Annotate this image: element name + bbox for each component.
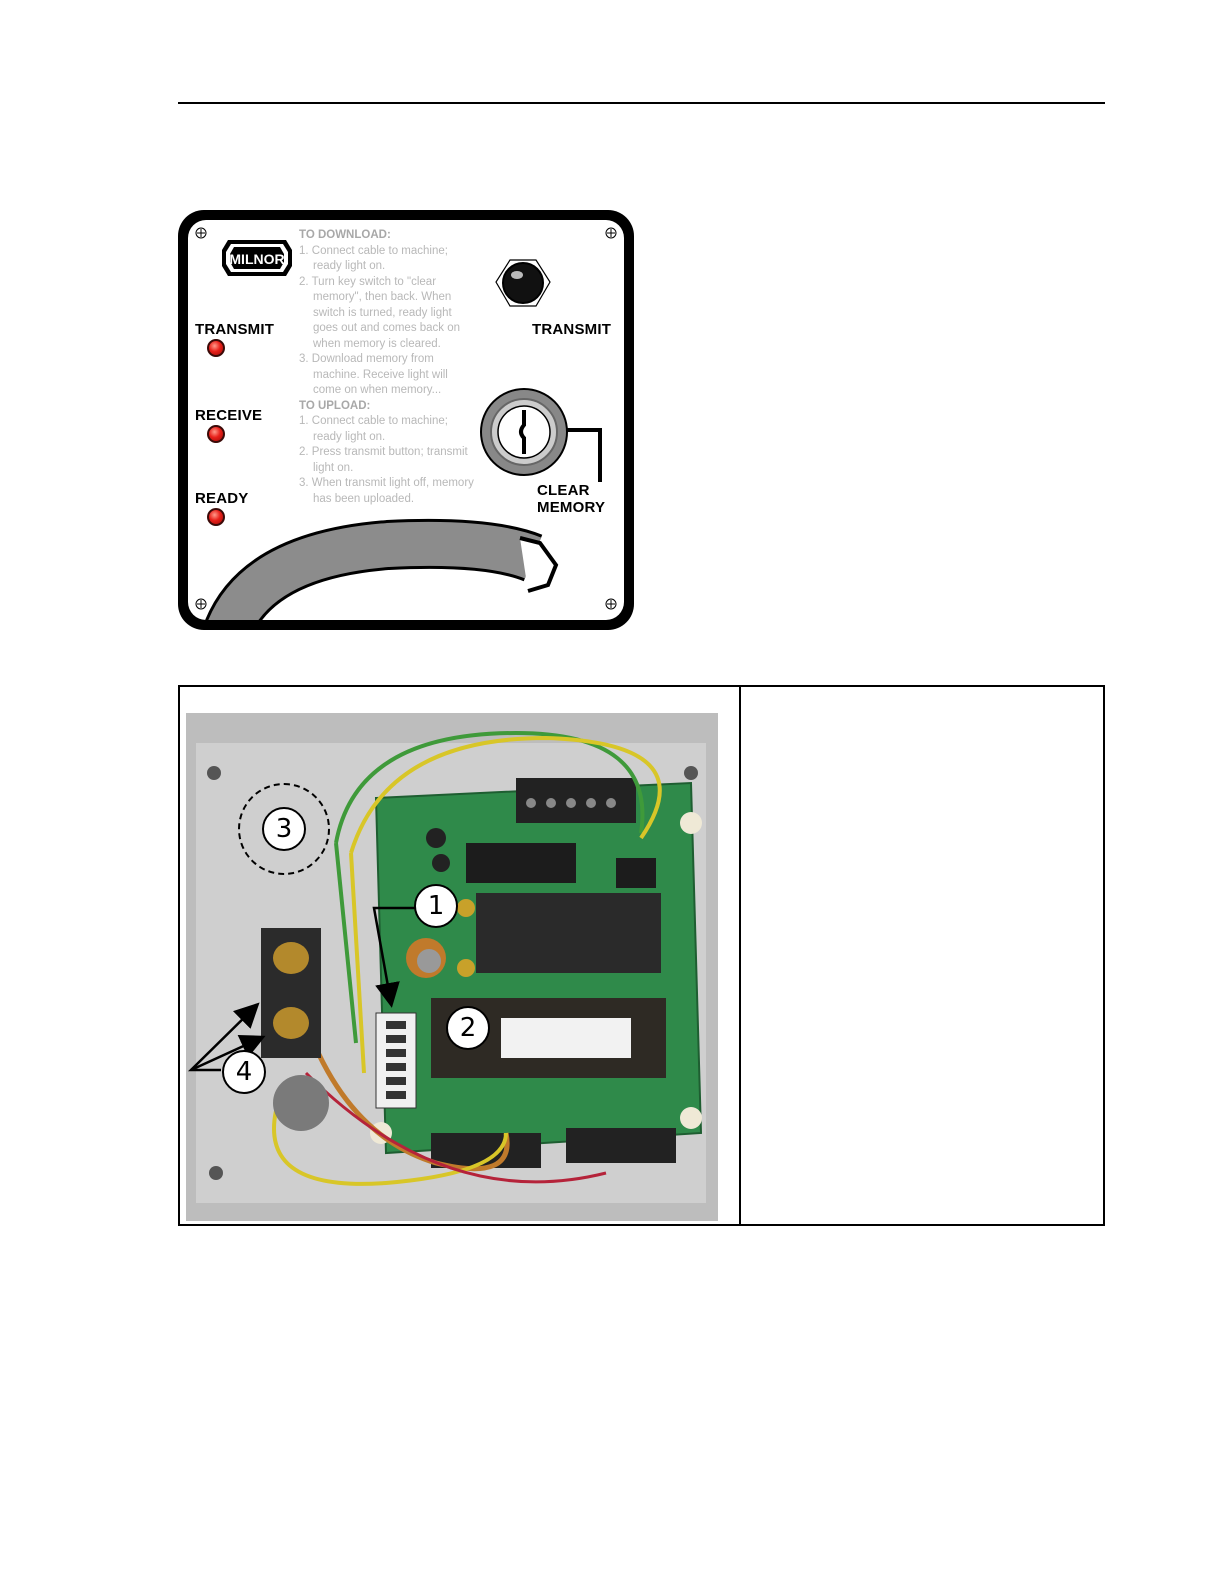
panel-face: MILNOR TRANSMIT	[188, 220, 624, 620]
upload-step: 3. When transmit light off, memory has b…	[299, 477, 474, 505]
callout-1: 1	[414, 884, 458, 928]
logo-text: MILNOR	[229, 251, 284, 267]
table-divider	[739, 687, 741, 1224]
upload-heading: TO UPLOAD:	[299, 399, 371, 412]
download-step: 3. Download memory from machine. Receive…	[299, 353, 448, 396]
transmit-button-label: TRANSMIT	[532, 321, 612, 338]
clear-memory-label-line2: MEMORY	[537, 499, 606, 516]
header-rule	[178, 102, 1105, 104]
clear-memory-label-line1: CLEAR	[537, 482, 590, 499]
ready-led-label: READY	[195, 490, 249, 507]
download-step: 2. Turn key switch to "clear memory", th…	[299, 275, 461, 350]
upload-step: 2. Press transmit button; transmit light…	[299, 446, 468, 474]
receive-led	[207, 425, 225, 443]
circuit-board-photo: 1 2 3 4	[186, 713, 718, 1221]
transmit-led	[207, 339, 225, 357]
download-heading: TO DOWNLOAD:	[299, 229, 391, 241]
ready-led	[207, 508, 225, 526]
key-switch-graphic	[480, 388, 602, 482]
transmit-led-label: TRANSMIT	[195, 321, 275, 338]
memory-panel-figure: MILNOR TRANSMIT	[178, 210, 634, 630]
screw-icon	[195, 227, 617, 610]
milnor-logo: MILNOR	[222, 240, 292, 276]
download-step: 1. Connect cable to machine; ready light…	[299, 244, 448, 273]
callout-3-dashed-circle: 3	[238, 783, 330, 875]
callout-3: 3	[262, 807, 306, 851]
upload-step: 1. Connect cable to machine; ready light…	[299, 415, 448, 443]
photo-table: 1 2 3 4	[178, 685, 1105, 1226]
transmit-button-graphic	[495, 259, 551, 307]
callout-arrows	[187, 906, 418, 1072]
cable-graphic	[205, 518, 559, 620]
panel-graphics: MILNOR	[195, 227, 617, 620]
receive-led-label: RECEIVE	[195, 407, 263, 424]
callout-2: 2	[446, 1006, 490, 1050]
callout-4: 4	[222, 1050, 266, 1094]
panel-instructions: TO DOWNLOAD: 1. Connect cable to machine…	[299, 228, 479, 507]
